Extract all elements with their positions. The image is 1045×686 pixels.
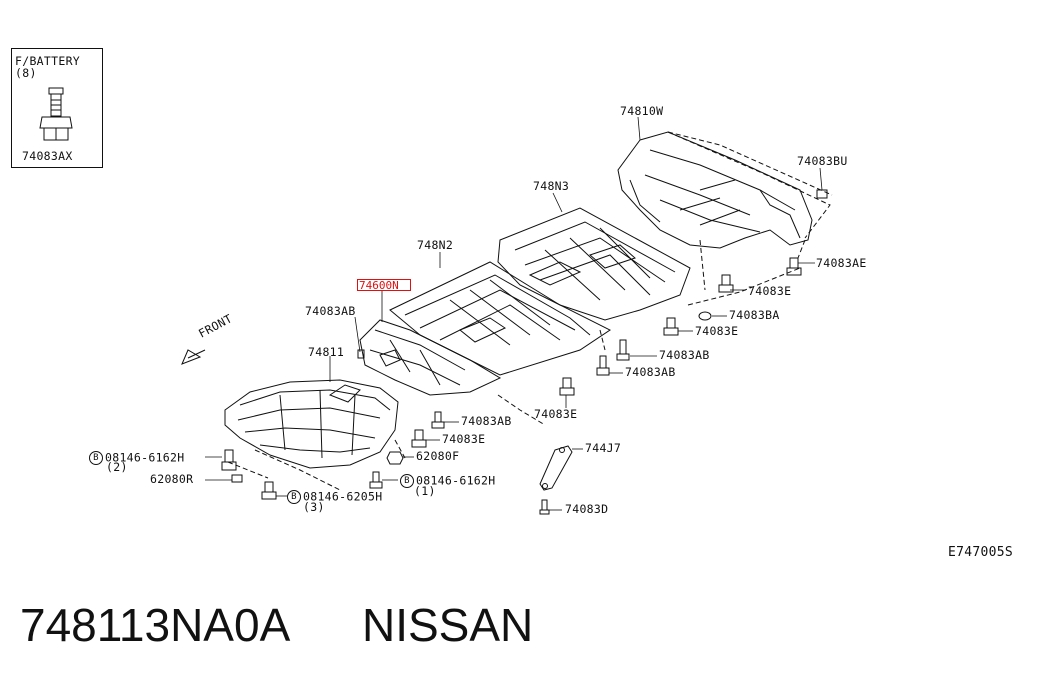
- front-undercover-74600N: [359, 319, 502, 396]
- label-62080R: 62080R: [150, 472, 194, 486]
- label-qty-3: (3): [303, 500, 325, 514]
- bracket-744J7: [539, 445, 573, 491]
- label-748N2: 748N2: [417, 238, 454, 252]
- front-arrow-icon: [181, 349, 206, 365]
- label-74083E-c: 74083E: [534, 407, 578, 421]
- battery-inset: [11, 48, 103, 168]
- label-74083AB-r2: 74083AB: [625, 365, 676, 379]
- battery-bolt-icon: [39, 87, 73, 141]
- diagram-code: E747005S: [948, 545, 1014, 560]
- label-qty-1: (1): [414, 484, 436, 498]
- bolt-icon: [357, 349, 365, 359]
- label-744J7: 744J7: [585, 441, 622, 455]
- label-62080F: 62080F: [416, 449, 460, 463]
- bolt-icon: [718, 274, 734, 293]
- label-74083E-d: 74083E: [442, 432, 486, 446]
- center-undercover-748N2: [389, 261, 611, 376]
- label-74083D: 74083D: [565, 502, 609, 516]
- clip-icon: [698, 311, 712, 321]
- highlighted-part-74600N: 74600N: [357, 279, 411, 291]
- inset-qty: (8): [15, 66, 37, 80]
- bolt-icon: [616, 339, 630, 361]
- front-undercover-74811: [224, 379, 399, 469]
- label-74083AB-c: 74083AB: [461, 414, 512, 428]
- label-74083AB-top: 74083AB: [305, 304, 356, 318]
- bolt-icon: [431, 411, 445, 429]
- bolt-icon: [221, 449, 237, 471]
- bolt-icon: [663, 317, 679, 336]
- inset-part-label: 74083AX: [22, 149, 73, 163]
- label-74083E-b: 74083E: [695, 324, 739, 338]
- rear-undercover-74810W: [617, 131, 831, 249]
- label-74083BA: 74083BA: [729, 308, 780, 322]
- label-74810W: 74810W: [620, 104, 664, 118]
- label-qty-2: (2): [106, 460, 128, 474]
- bolt-icon: [559, 377, 575, 396]
- bolt-icon: [539, 499, 550, 515]
- bolt-icon: [261, 481, 277, 500]
- label-74083BU: 74083BU: [797, 154, 848, 168]
- center-undercover-748N3: [497, 207, 691, 321]
- bolt-icon: [596, 355, 610, 376]
- label-74811: 74811: [308, 345, 345, 359]
- inset-title: F/BATTERY: [15, 54, 81, 68]
- label-74083E-a: 74083E: [748, 284, 792, 298]
- clip-icon: [231, 474, 243, 483]
- label-748N3: 748N3: [533, 179, 570, 193]
- footer-brand: NISSAN: [362, 599, 534, 651]
- bolt-icon: [816, 189, 828, 199]
- label-74083AE: 74083AE: [816, 256, 867, 270]
- bolt-icon: [369, 471, 383, 489]
- nut-icon: [386, 451, 404, 465]
- bolt-icon: [411, 429, 427, 448]
- footer-part-number: 748113NA0A: [20, 599, 291, 651]
- label-74083AB-r: 74083AB: [659, 348, 710, 362]
